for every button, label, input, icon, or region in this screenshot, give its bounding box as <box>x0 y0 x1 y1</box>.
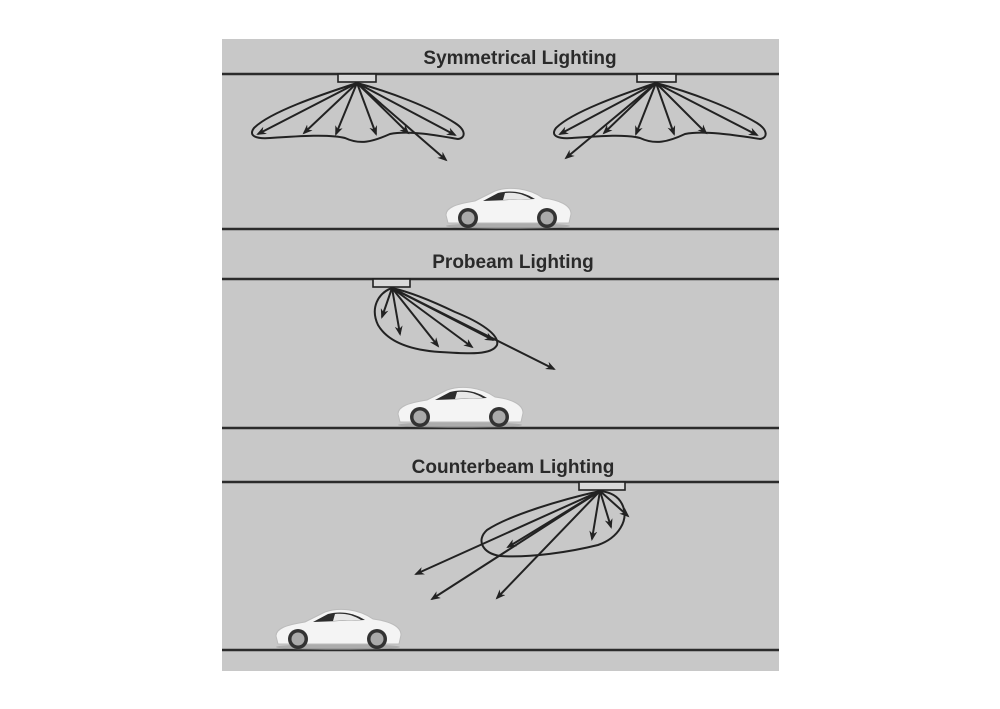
light-distribution-left <box>251 81 465 162</box>
light-distribution <box>414 489 630 601</box>
light-fixture <box>636 73 677 83</box>
panel-title: Counterbeam Lighting <box>412 457 615 478</box>
panel-symmetrical: Symmetrical Lighting <box>222 48 779 231</box>
light-fixture <box>578 481 626 491</box>
panel-title: Symmetrical Lighting <box>423 48 616 69</box>
light-distribution <box>373 286 556 370</box>
panel-title: Probeam Lighting <box>432 252 594 273</box>
diagram-background <box>222 39 779 671</box>
light-distribution-right <box>553 81 767 160</box>
panel-counterbeam: Counterbeam Lighting <box>222 457 779 652</box>
light-fixture <box>337 73 377 83</box>
light-fixture <box>372 278 411 288</box>
panel-probeam: Probeam Lighting <box>222 252 779 430</box>
